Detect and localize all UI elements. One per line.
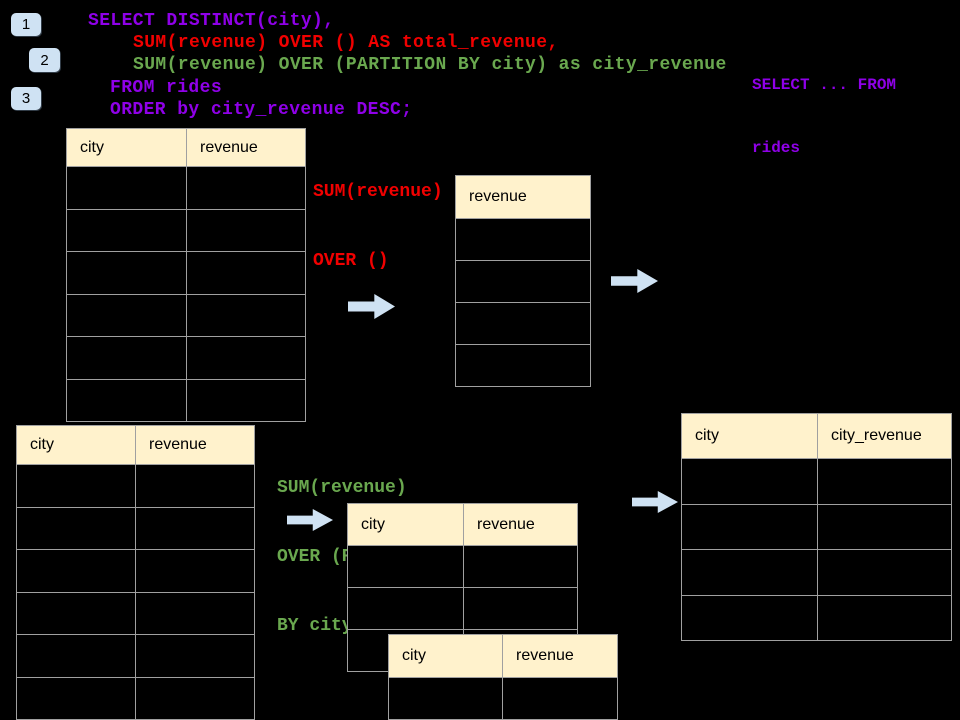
column-header-city: city: [16, 425, 136, 465]
table-cell: [347, 545, 464, 588]
table-row: [347, 545, 578, 588]
table-row: [16, 464, 255, 508]
table-cell: [186, 166, 306, 210]
table-cell: [817, 549, 952, 596]
column-header-city: city: [66, 128, 187, 167]
table-cell: [66, 251, 187, 295]
table-cell: [463, 587, 578, 630]
column-header-city: city: [388, 634, 503, 678]
table-cell: [463, 545, 578, 588]
table-cell: [186, 293, 306, 337]
table-row: [388, 677, 618, 720]
table-row: [455, 218, 591, 261]
table-row: [66, 378, 306, 422]
table-cell: [817, 594, 952, 641]
table-cell: [66, 336, 187, 380]
table-cell: [135, 634, 255, 678]
table-cell: [817, 458, 952, 505]
table-row: [681, 503, 952, 550]
annotation-line: OVER (): [313, 251, 389, 271]
step-badge-2: 2: [29, 48, 60, 72]
table-row: [681, 549, 952, 596]
table-row: [16, 634, 255, 678]
sql-line-from: FROM rides: [110, 78, 223, 98]
table-cell: [16, 591, 136, 635]
table-cell: [135, 464, 255, 508]
table-source-bottom: city revenue: [16, 425, 255, 720]
table-row: [455, 260, 591, 303]
table-row: [455, 302, 591, 345]
sql-line-select: SELECT DISTINCT(city),: [88, 11, 335, 31]
table-row: [16, 591, 255, 635]
table-cell: [186, 251, 306, 295]
table-cell: [66, 378, 187, 422]
table-cell: [66, 166, 187, 210]
sql-line-total-revenue: SUM(revenue) OVER () AS total_revenue,: [133, 33, 559, 53]
column-header-city-revenue: city_revenue: [817, 413, 952, 459]
table-cell: [502, 677, 618, 720]
table-source-top: city revenue: [66, 128, 306, 422]
table-row: [681, 458, 952, 505]
table-row: [347, 587, 578, 630]
column-header-revenue: revenue: [463, 503, 578, 546]
table-cell: [817, 503, 952, 550]
column-header-revenue: revenue: [455, 175, 591, 219]
table-row: [16, 549, 255, 593]
table-cell: [186, 336, 306, 380]
table-cell: [16, 549, 136, 593]
right-arrow-icon: [611, 269, 658, 293]
table-cell: [135, 591, 255, 635]
table-total-result: revenue: [455, 175, 591, 387]
table-cell: [455, 302, 591, 345]
annotation-line: SUM(revenue): [313, 182, 443, 202]
table-cell: [388, 677, 503, 720]
table-partition-step-overlay: city revenue: [388, 634, 618, 720]
table-cell: [66, 293, 187, 337]
table-cell: [66, 208, 187, 252]
table-cell: [186, 378, 306, 422]
annotation-total-window: SUM(revenue) OVER (): [313, 135, 443, 319]
right-arrow-icon: [632, 491, 678, 513]
table-row: [66, 208, 306, 252]
annotation-line: SUM(revenue): [277, 478, 407, 498]
table-cell: [16, 676, 136, 720]
column-header-city: city: [681, 413, 818, 459]
table-cell: [455, 344, 591, 387]
table-row: [455, 344, 591, 387]
step-badge-1: 1: [11, 13, 41, 36]
table-row: [16, 676, 255, 720]
step-badge-3: 3: [11, 87, 41, 110]
table-cell: [347, 587, 464, 630]
column-header-city: city: [347, 503, 464, 546]
table-cell: [681, 549, 818, 596]
sql-line-city-revenue: SUM(revenue) OVER (PARTITION BY city) as…: [133, 55, 727, 75]
column-header-revenue: revenue: [502, 634, 618, 678]
table-row: [66, 336, 306, 380]
column-header-revenue: revenue: [135, 425, 255, 465]
table-cell: [16, 506, 136, 550]
table-row: [66, 293, 306, 337]
table-cell: [16, 464, 136, 508]
table-row: [66, 166, 306, 210]
table-row: [681, 594, 952, 641]
table-cell: [135, 506, 255, 550]
table-cell: [455, 218, 591, 261]
table-cell: [681, 458, 818, 505]
table-cell: [135, 549, 255, 593]
side-note-line: rides: [752, 139, 801, 157]
table-cell: [455, 260, 591, 303]
table-final-result: city city_revenue: [681, 413, 952, 641]
sql-line-order-by: ORDER by city_revenue DESC;: [110, 100, 413, 120]
column-header-revenue: revenue: [186, 128, 306, 167]
table-cell: [186, 208, 306, 252]
table-cell: [681, 594, 818, 641]
table-row: [16, 506, 255, 550]
side-note-select-from: SELECT ... FROM rides: [752, 33, 896, 201]
table-cell: [16, 634, 136, 678]
table-cell: [681, 503, 818, 550]
table-cell: [135, 676, 255, 720]
table-row: [66, 251, 306, 295]
side-note-line: SELECT ... FROM: [752, 76, 897, 94]
